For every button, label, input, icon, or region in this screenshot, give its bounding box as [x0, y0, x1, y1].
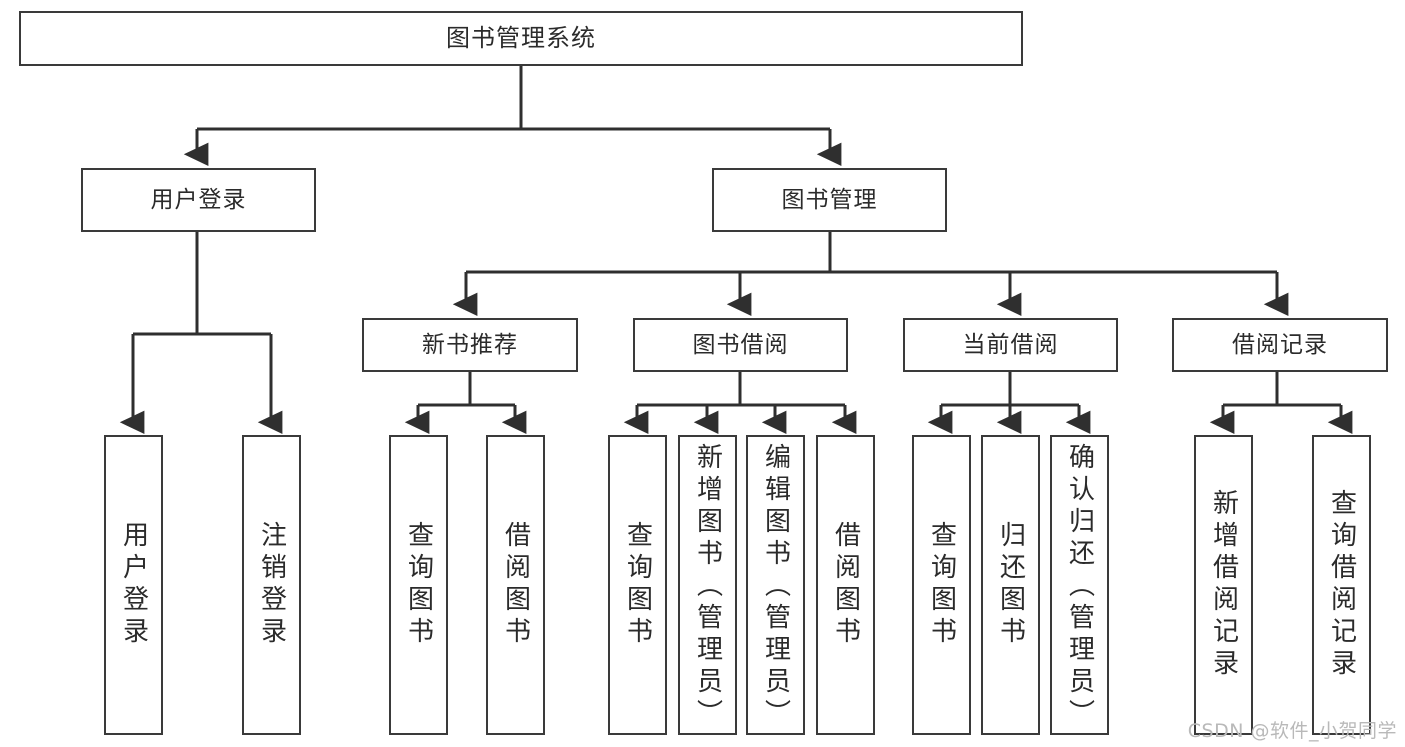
node-label: 编辑图书（管理员）: [760, 443, 791, 731]
node-label: 归还图书: [995, 521, 1026, 649]
node-label: 借阅图书: [830, 521, 861, 649]
node-root-system[interactable]: 图书管理系统: [19, 11, 1023, 66]
node-new-book-recommend[interactable]: 新书推荐: [362, 318, 578, 372]
node-label: 借阅图书: [500, 521, 531, 649]
node-label: 图书管理系统: [446, 23, 596, 52]
leaf-edit-book[interactable]: 编辑图书（管理员）: [746, 435, 805, 735]
node-label: 新增借阅记录: [1208, 489, 1239, 681]
leaf-query-book-current[interactable]: 查询图书: [912, 435, 971, 735]
leaf-query-book-recommend[interactable]: 查询图书: [389, 435, 448, 735]
leaf-user-logout[interactable]: 注销登录: [242, 435, 301, 735]
node-label: 查询图书: [926, 521, 957, 649]
node-label: 注销登录: [256, 521, 287, 649]
node-label: 确认归还（管理员）: [1064, 443, 1095, 731]
node-user-login[interactable]: 用户登录: [81, 168, 316, 232]
leaf-user-login[interactable]: 用户登录: [104, 435, 163, 735]
leaf-query-borrow-record[interactable]: 查询借阅记录: [1312, 435, 1371, 735]
node-label: 图书管理: [781, 186, 878, 213]
node-label: 新增图书（管理员）: [692, 443, 723, 731]
node-book-borrow[interactable]: 图书借阅: [633, 318, 848, 372]
node-label: 用户登录: [118, 521, 149, 649]
leaf-borrow-book-recommend[interactable]: 借阅图书: [486, 435, 545, 735]
node-label: 用户登录: [150, 186, 247, 213]
leaf-query-book-borrow[interactable]: 查询图书: [608, 435, 667, 735]
node-borrow-record[interactable]: 借阅记录: [1172, 318, 1388, 372]
node-label: 新书推荐: [422, 331, 518, 358]
watermark-text: CSDN @软件_小贺同学: [1187, 720, 1397, 742]
node-label: 查询图书: [622, 521, 653, 649]
node-label: 查询图书: [403, 521, 434, 649]
node-label: 借阅记录: [1232, 331, 1328, 358]
leaf-add-borrow-record[interactable]: 新增借阅记录: [1194, 435, 1253, 735]
node-label: 当前借阅: [962, 331, 1059, 358]
node-label: 查询借阅记录: [1326, 489, 1357, 681]
node-book-manage[interactable]: 图书管理: [712, 168, 947, 232]
leaf-add-book[interactable]: 新增图书（管理员）: [678, 435, 737, 735]
node-label: 图书借阅: [692, 331, 789, 358]
leaf-borrow-book[interactable]: 借阅图书: [816, 435, 875, 735]
node-current-borrow[interactable]: 当前借阅: [903, 318, 1118, 372]
leaf-confirm-return[interactable]: 确认归还（管理员）: [1050, 435, 1109, 735]
leaf-return-book[interactable]: 归还图书: [981, 435, 1040, 735]
